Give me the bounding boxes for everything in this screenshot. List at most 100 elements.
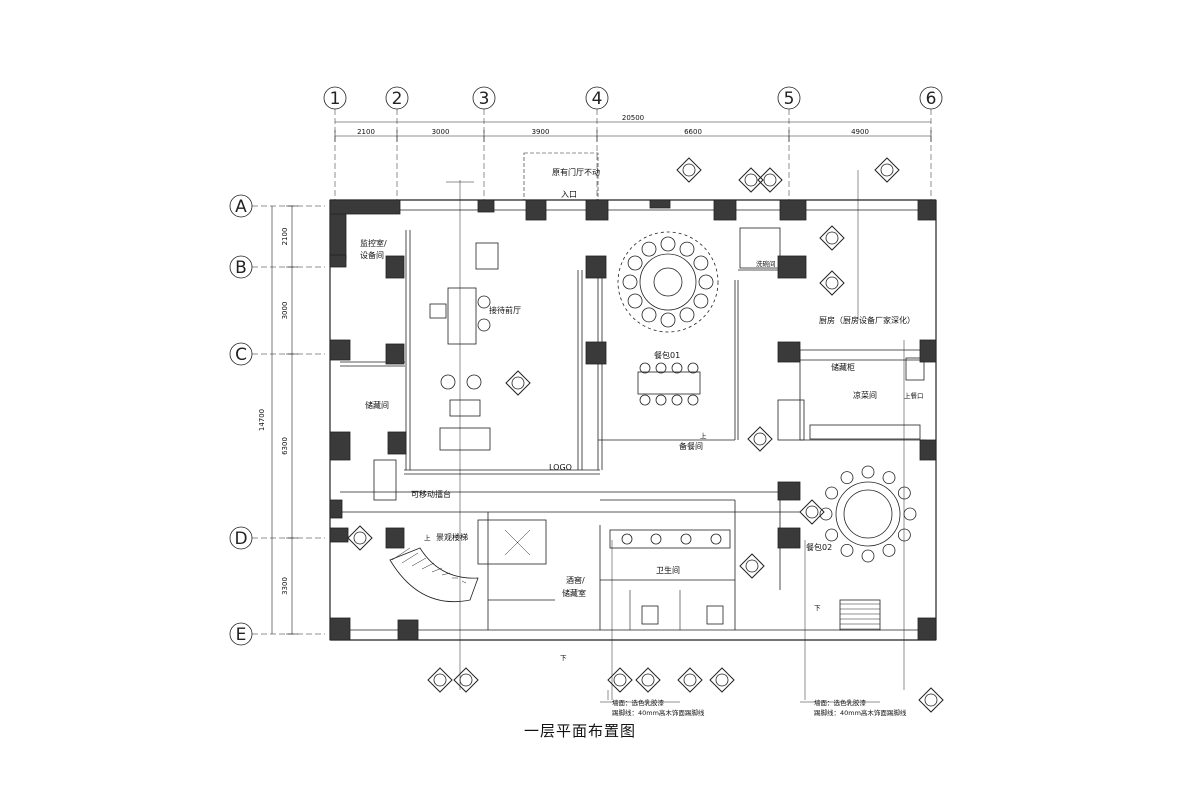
dining-table-02-inner bbox=[843, 489, 893, 539]
dining-room01-dashed-ring bbox=[617, 231, 719, 333]
dimension-segment-top: 3900 bbox=[532, 128, 550, 136]
chair bbox=[671, 394, 683, 406]
dining-chair bbox=[825, 528, 839, 542]
landscape-stairs bbox=[389, 547, 479, 603]
chair bbox=[671, 362, 683, 374]
structural-column bbox=[777, 527, 801, 549]
dining-chair bbox=[693, 293, 709, 309]
label-down-1: 下 bbox=[560, 654, 567, 662]
structural-column bbox=[777, 341, 801, 363]
cold-room-counter bbox=[809, 424, 921, 440]
structural-column bbox=[387, 431, 407, 455]
note-left-skirting: 踢脚线：40mm高木饰面踢脚线 bbox=[612, 708, 705, 717]
elevation-marker bbox=[819, 225, 845, 251]
label-reception: 接待前厅 bbox=[489, 305, 521, 315]
entrance-canopy bbox=[523, 152, 599, 201]
elevation-marker-circle bbox=[433, 673, 447, 687]
dining-chair bbox=[679, 241, 695, 257]
dining-chair bbox=[641, 307, 657, 323]
elevation-marker-circle bbox=[924, 693, 938, 707]
elevation-marker bbox=[757, 167, 783, 193]
dining-chair bbox=[840, 471, 854, 485]
note-left-wall: 墙面：选色乳胶漆 bbox=[612, 698, 665, 707]
dining-chair bbox=[825, 486, 839, 500]
dining-chair bbox=[840, 543, 854, 557]
structural-column bbox=[329, 431, 351, 461]
reception-desk bbox=[447, 287, 477, 345]
elevation-marker-circle bbox=[763, 173, 777, 187]
structural-column bbox=[777, 481, 801, 501]
dimension-segment-top: 2100 bbox=[357, 128, 375, 136]
note-right-wall: 墙面：选色乳胶漆 bbox=[814, 698, 867, 707]
grid-column-label: 3 bbox=[479, 89, 490, 109]
structural-column bbox=[329, 339, 351, 361]
dining-chair bbox=[627, 293, 643, 309]
label-entrance: 入口 bbox=[561, 190, 577, 199]
elevation-marker bbox=[918, 687, 944, 713]
dining-chair bbox=[861, 465, 875, 479]
sofa bbox=[439, 427, 491, 451]
structural-column bbox=[385, 255, 405, 279]
structural-column bbox=[525, 199, 547, 221]
label-serving-room: 备餐间 bbox=[679, 441, 703, 451]
elevation-marker bbox=[677, 667, 703, 693]
stair-down-right bbox=[839, 599, 881, 631]
stair-tread bbox=[411, 557, 427, 567]
dining-table-02 bbox=[835, 481, 901, 547]
toilet-bowl bbox=[706, 605, 724, 625]
dining-table-rect bbox=[637, 371, 701, 395]
stair-tread bbox=[431, 567, 443, 573]
elevation-marker bbox=[819, 270, 845, 296]
structural-column bbox=[585, 255, 607, 279]
vanity-counter bbox=[609, 529, 731, 549]
structural-column bbox=[585, 341, 607, 365]
grid-column-label: 5 bbox=[784, 89, 795, 109]
elevation-marker bbox=[709, 667, 735, 693]
structural-column bbox=[385, 343, 405, 365]
dining-chair bbox=[861, 549, 875, 563]
structural-column bbox=[649, 199, 671, 209]
label-up-1: 上 bbox=[700, 431, 707, 440]
structural-column bbox=[713, 199, 737, 221]
dining-chair bbox=[897, 486, 911, 500]
armchair bbox=[477, 295, 491, 309]
dimension-total-left: 14700 bbox=[258, 409, 266, 431]
dimension-segment-top: 6600 bbox=[684, 128, 702, 136]
elevation-marker-circle bbox=[744, 173, 758, 187]
structural-column bbox=[329, 617, 351, 641]
elevation-marker bbox=[427, 667, 453, 693]
elevation-marker-circle bbox=[805, 505, 819, 519]
decor-cabinet bbox=[475, 242, 499, 270]
elevation-marker-circle bbox=[613, 673, 627, 687]
elevation-marker-circle bbox=[641, 673, 655, 687]
structural-column bbox=[917, 199, 937, 221]
grid-column-label: 2 bbox=[392, 89, 403, 109]
chair bbox=[639, 394, 651, 406]
elevation-marker-circle bbox=[353, 531, 367, 545]
structural-column bbox=[329, 527, 349, 543]
sink bbox=[710, 533, 722, 545]
dining-chair bbox=[897, 528, 911, 542]
dining-chair bbox=[698, 274, 714, 290]
elevation-marker-circle bbox=[825, 276, 839, 290]
elevation-marker bbox=[505, 370, 531, 396]
chair bbox=[687, 362, 699, 374]
meal-pass-box bbox=[905, 357, 925, 381]
wine-rack-line bbox=[504, 529, 531, 556]
grid-row-label: A bbox=[235, 197, 247, 217]
wine-counter bbox=[477, 519, 547, 565]
dining-chair bbox=[903, 507, 917, 521]
label-toilet: 卫生间 bbox=[656, 565, 680, 575]
elevation-marker-circle bbox=[745, 559, 759, 573]
note-right-skirting: 踢脚线：40mm高木饰面踢脚线 bbox=[814, 708, 907, 717]
armchair bbox=[466, 374, 482, 390]
label-monitor-room: 监控室/ bbox=[360, 238, 387, 248]
movable-counter-block bbox=[373, 459, 397, 501]
label-logo: LOGO bbox=[549, 463, 572, 472]
dining-chair bbox=[627, 255, 643, 271]
elevation-marker bbox=[453, 667, 479, 693]
dimension-segment-top: 3000 bbox=[432, 128, 450, 136]
dimension-segment-left: 6300 bbox=[281, 437, 289, 455]
stair-tread bbox=[401, 552, 419, 564]
